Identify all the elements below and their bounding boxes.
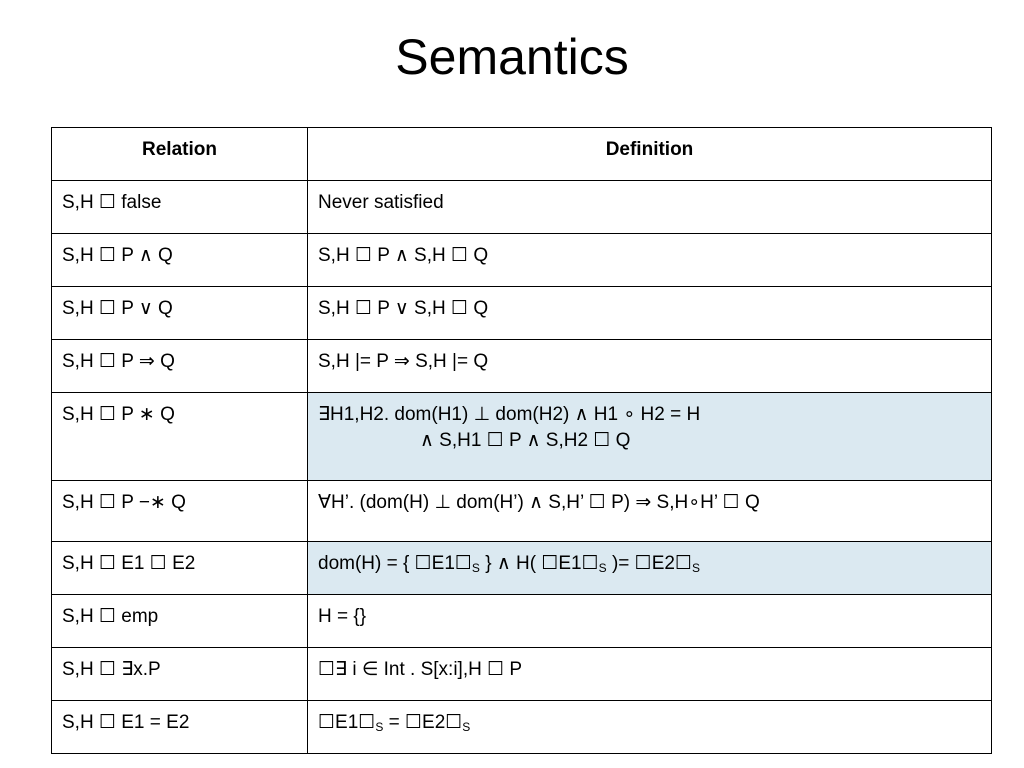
table-row: S,H ☐ E1 ☐ E2 dom(H) = { ☐E1☐S } ∧ H( ☐E… [51, 541, 992, 595]
table-row: S,H ☐ P ∧ Q S,H ☐ P ∧ S,H ☐ Q [51, 233, 992, 287]
definition-cell-highlighted: dom(H) = { ☐E1☐S } ∧ H( ☐E1☐S )= ☐E2☐S [307, 541, 992, 595]
subscript-s: S [471, 561, 480, 575]
table-row: S,H ☐ P ∗ Q ∃H1,H2. dom(H1) ⊥ dom(H2) ∧ … [51, 392, 992, 481]
relation-cell: S,H ☐ P ∧ Q [51, 233, 308, 287]
definition-cell: Never satisfied [307, 180, 992, 234]
table-header-row: Relation Definition [51, 127, 992, 181]
table-row: S,H ☐ emp H = {} [51, 594, 992, 648]
definition-cell: S,H |= P ⇒ S,H |= Q [307, 339, 992, 393]
relation-cell: S,H ☐ P ⇒ Q [51, 339, 308, 393]
relation-cell: S,H ☐ emp [51, 594, 308, 648]
definition-cell: ☐∃ i ∈ Int . S[x:i],H ☐ P [307, 647, 992, 701]
table-row: S,H ☐ false Never satisfied [51, 180, 992, 234]
definition-line-2: ∧ S,H1 ☐ P ∧ S,H2 ☐ Q [420, 430, 631, 451]
table-row: S,H ☐ P ⇒ Q S,H |= P ⇒ S,H |= Q [51, 339, 992, 393]
subscript-s: S [691, 561, 700, 575]
subscript-s: S [375, 720, 384, 734]
definition-line-1: ∃H1,H2. dom(H1) ⊥ dom(H2) ∧ H1 ∘ H2 = H [318, 404, 701, 425]
relation-cell: S,H ☐ E1 = E2 [51, 700, 308, 754]
definition-part: } ∧ H( ☐E1☐ [479, 553, 599, 574]
definition-cell: S,H ☐ P ∧ S,H ☐ Q [307, 233, 992, 287]
definition-part: ☐E1☐ [318, 712, 376, 733]
relation-cell: S,H ☐ P −∗ Q [51, 480, 308, 542]
definition-cell: S,H ☐ P ∨ S,H ☐ Q [307, 286, 992, 340]
definition-part: = ☐E2☐ [383, 712, 463, 733]
definition-cell: ∀H’. (dom(H) ⊥ dom(H’) ∧ S,H’ ☐ P) ⇒ S,H… [307, 480, 992, 542]
header-relation: Relation [51, 127, 308, 181]
table-row: S,H ☐ E1 = E2 ☐E1☐S = ☐E2☐S [51, 700, 992, 754]
relation-cell: S,H ☐ false [51, 180, 308, 234]
definition-cell-highlighted: ∃H1,H2. dom(H1) ⊥ dom(H2) ∧ H1 ∘ H2 = H … [307, 392, 992, 481]
definition-part: )= ☐E2☐ [606, 553, 692, 574]
relation-cell: S,H ☐ P ∨ Q [51, 286, 308, 340]
slide-title: Semantics [395, 29, 629, 85]
table-row: S,H ☐ P ∨ Q S,H ☐ P ∨ S,H ☐ Q [51, 286, 992, 340]
subscript-s: S [598, 561, 607, 575]
relation-cell: S,H ☐ ∃x.P [51, 647, 308, 701]
definition-cell: ☐E1☐S = ☐E2☐S [307, 700, 992, 754]
relation-cell: S,H ☐ P ∗ Q [51, 392, 308, 481]
relation-cell: S,H ☐ E1 ☐ E2 [51, 541, 308, 595]
definition-part: dom(H) = { ☐E1☐ [318, 553, 472, 574]
table-row: S,H ☐ ∃x.P ☐∃ i ∈ Int . S[x:i],H ☐ P [51, 647, 992, 701]
semantics-table: Relation Definition S,H ☐ false Never sa… [51, 127, 992, 754]
subscript-s: S [462, 720, 471, 734]
table-row: S,H ☐ P −∗ Q ∀H’. (dom(H) ⊥ dom(H’) ∧ S,… [51, 480, 992, 542]
header-definition: Definition [307, 127, 992, 181]
definition-cell: H = {} [307, 594, 992, 648]
